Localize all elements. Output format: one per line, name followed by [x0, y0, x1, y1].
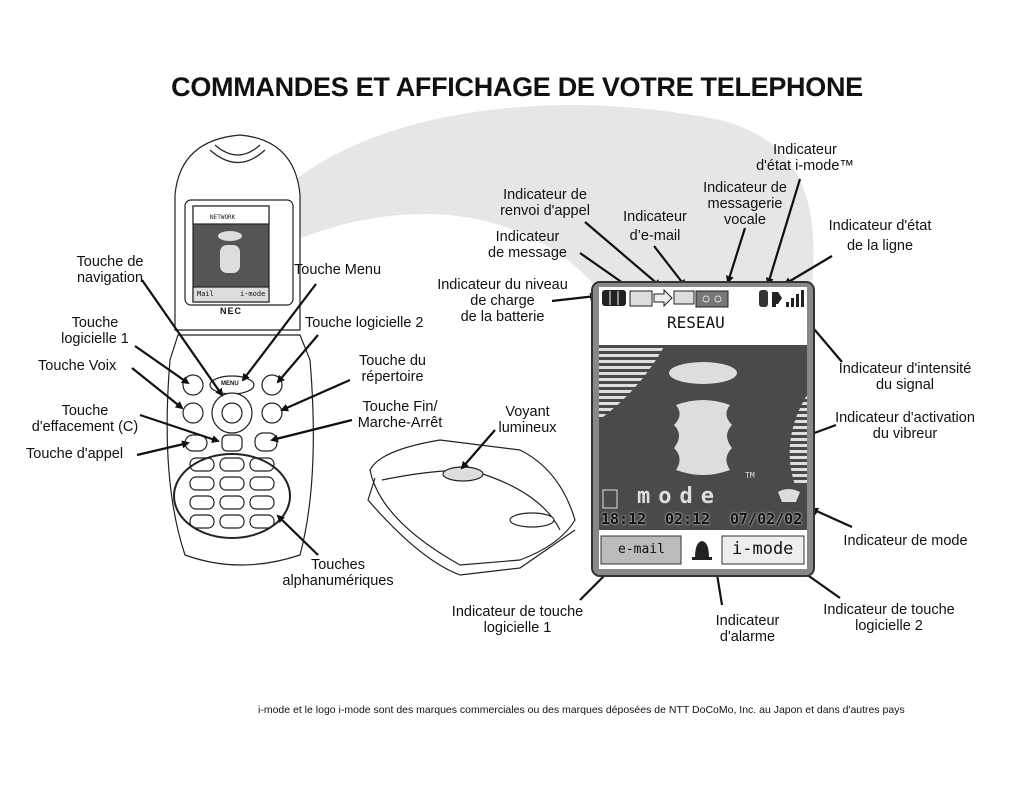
- label-call-key: Touche d'appel: [26, 446, 124, 462]
- softkey1-label[interactable]: e-mail: [618, 542, 665, 557]
- closed-phone-illustration: [367, 439, 576, 576]
- label-signal: Indicateur d'intensité du signal: [838, 361, 972, 393]
- footer-trademark-note: i-mode et le logo i-mode sont des marque…: [258, 704, 905, 716]
- vibrate-icon: [602, 489, 618, 509]
- menu-key[interactable]: MENU: [221, 381, 239, 387]
- call-timer: 02:12: [665, 510, 711, 528]
- imode-logo-text: mode: [637, 484, 722, 509]
- open-phone-illustration: [166, 134, 314, 566]
- label-call-forward: Indicateur de renvoi d'appel: [500, 187, 590, 219]
- message-icon: [629, 290, 653, 307]
- line-status-icon: [772, 292, 782, 307]
- email-icon: [673, 290, 695, 305]
- label-alarm: Indicateur d'alarme: [715, 613, 780, 645]
- alarm-bell-icon: [692, 541, 712, 560]
- projection-beam: [235, 105, 814, 285]
- label-clear-key: Touche d'effacement (C): [31, 403, 139, 435]
- label-email: Indicateur d’e-mail: [623, 209, 687, 244]
- label-alphanumeric-keys: Touches alphanumériques: [282, 557, 394, 589]
- label-indicator-light: Voyant lumineux: [498, 404, 557, 436]
- clock-time: 18:12: [601, 510, 647, 528]
- label-softkey2: Touche logicielle 2: [305, 315, 424, 331]
- battery-icon: [602, 290, 626, 306]
- mode-icon: [778, 489, 800, 502]
- softkey2-label[interactable]: i-mode: [732, 539, 794, 559]
- mini-softkey1: Mail: [197, 290, 214, 298]
- label-menu-key: Touche Menu: [294, 262, 382, 278]
- label-end-power-key: Touche Fin/ Marche-Arrêt: [357, 399, 443, 431]
- label-softkey1: Touche logicielle 1: [61, 315, 129, 347]
- date: 07/02/02: [730, 510, 803, 528]
- label-phonebook-key: Touche du répertoire: [359, 353, 426, 385]
- trademark: TM: [745, 471, 755, 480]
- brand-logo: NEC: [220, 306, 243, 316]
- label-vibrate: Indicateur d'activation du vibreur: [835, 410, 975, 442]
- mini-network-text: NETWORK: [210, 214, 236, 221]
- mini-softkey2: i-mode: [240, 290, 266, 298]
- label-voicemail: Indicateur de messagerie vocale: [703, 180, 787, 228]
- label-imode-status: Indicateur d'état i-mode™: [756, 142, 854, 174]
- label-line-status: Indicateur d'état de la ligne: [828, 218, 932, 254]
- label-battery: Indicateur du niveau de charge de la bat…: [437, 277, 568, 325]
- label-mode: Indicateur de mode: [843, 533, 968, 549]
- label-voice-key: Touche Voix: [38, 358, 117, 374]
- signal-icon: [786, 290, 804, 307]
- network-name: RESEAU: [667, 313, 725, 332]
- page-title: COMMANDES ET AFFICHAGE DE VOTRE TELEPHON…: [171, 72, 863, 102]
- display-screen: [591, 281, 815, 577]
- label-navigation-key: Touche de navigation: [76, 254, 144, 286]
- label-message: Indicateur de message: [488, 229, 567, 261]
- label-softkey2-indicator: Indicateur de touche logicielle 2: [823, 602, 955, 634]
- voicemail-icon: [695, 290, 729, 308]
- call-forward-icon: [653, 288, 673, 308]
- imode-status-icon: [759, 290, 768, 307]
- label-softkey1-indicator: Indicateur de touche logicielle 1: [451, 604, 584, 636]
